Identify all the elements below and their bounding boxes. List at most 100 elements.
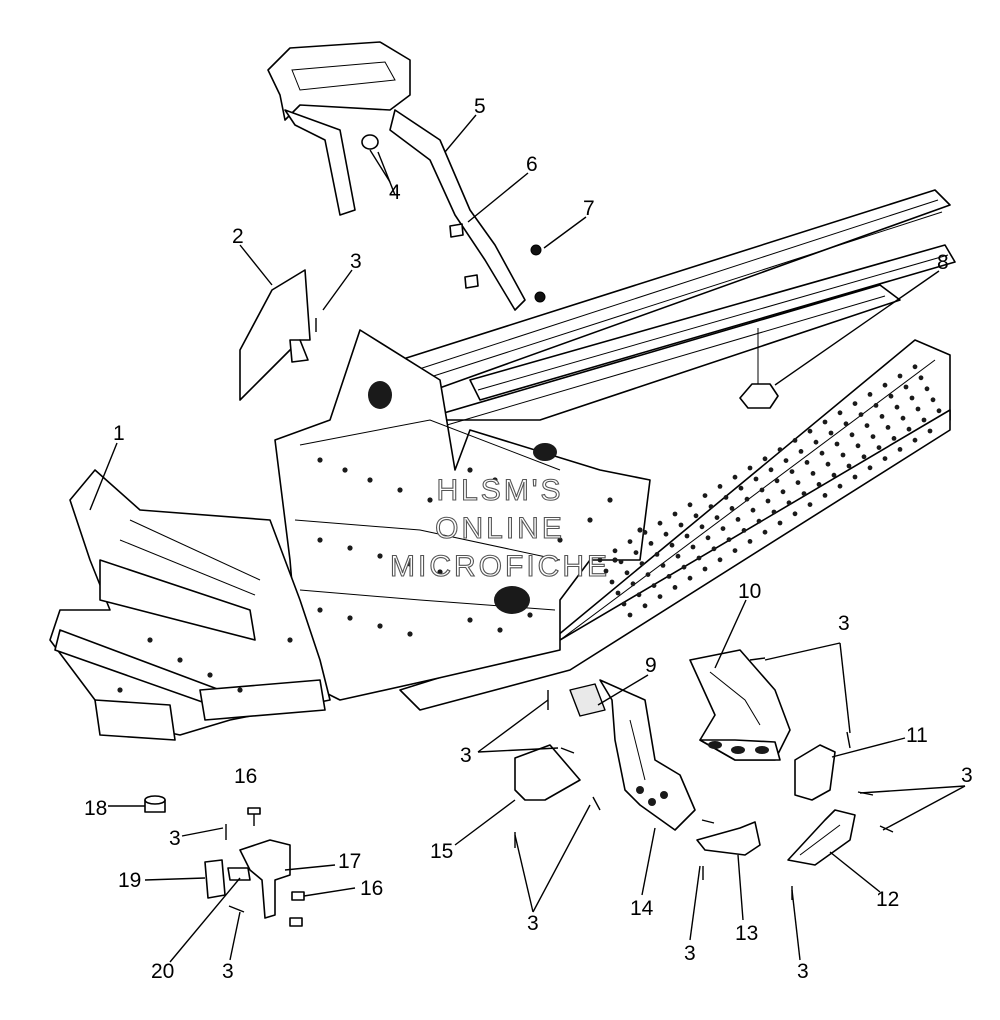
rivet-dot — [492, 477, 498, 483]
callout-1: 1 — [113, 422, 125, 445]
perforation-dot — [774, 478, 780, 484]
perforation-dot — [867, 392, 873, 397]
perforation-dot — [783, 458, 789, 463]
perforation-dot — [777, 447, 783, 452]
perforation-dot — [852, 474, 858, 480]
perforation-dot — [645, 572, 651, 577]
callout-16-bottom: 16 — [360, 877, 383, 900]
perforation-dot — [729, 506, 735, 511]
perforation-dot — [675, 553, 681, 559]
rivet-dot — [407, 631, 413, 637]
perforation-dot — [855, 443, 861, 449]
part-11-plate — [794, 744, 836, 801]
callout-3-right-top: 3 — [838, 612, 850, 635]
callout-14: 14 — [630, 897, 654, 920]
perforation-dot — [642, 530, 648, 535]
perforation-dot — [723, 495, 729, 500]
watermark: HLSM'S ONLINE MICROFICHE — [389, 473, 607, 583]
perforation-dot — [819, 450, 825, 456]
perforation-dot — [822, 493, 828, 498]
part-6-bolts — [449, 223, 479, 289]
part-4-nut — [361, 134, 391, 183]
callout-13: 13 — [735, 922, 758, 945]
perforation-dot — [627, 612, 633, 618]
perforation-dot — [657, 594, 663, 599]
rivet-dot — [607, 497, 613, 503]
perforation-dot — [732, 548, 738, 553]
perforation-dot — [780, 489, 786, 495]
perforation-dot — [813, 439, 819, 445]
perforation-dot — [741, 528, 747, 533]
perforation-dot — [717, 557, 723, 563]
callout-16-top: 16 — [234, 765, 257, 788]
callout-15: 15 — [430, 840, 453, 863]
callout-18: 18 — [84, 797, 107, 820]
rivet-dot — [397, 487, 403, 493]
callout-10: 10 — [738, 580, 761, 603]
part-9-block — [569, 683, 606, 717]
perforation-dot — [924, 386, 930, 392]
callout-8: 8 — [937, 251, 949, 274]
callout-3-bottom-12: 3 — [797, 960, 809, 983]
screws-lower-left — [225, 824, 245, 913]
rivet-dot — [367, 477, 373, 483]
perforation-dot — [609, 579, 615, 585]
part-10-duct — [689, 649, 791, 761]
rivet-dot — [467, 617, 473, 623]
perforation-dot — [678, 522, 684, 528]
perforation-dot — [702, 493, 708, 498]
perforation-dot — [921, 417, 927, 423]
perforation-dot — [936, 408, 942, 414]
perforation-dot — [759, 487, 765, 493]
leader-lines — [89, 114, 966, 963]
perforation-dot — [837, 410, 843, 416]
rivet-dot — [287, 637, 293, 643]
perforation-dot — [633, 550, 639, 555]
perforation-dot — [735, 517, 741, 522]
rivet-dot — [637, 527, 643, 533]
perforation-dot — [882, 382, 888, 388]
rivet-dot — [347, 545, 353, 551]
perforation-dot — [795, 480, 801, 485]
perforation-dot — [663, 531, 669, 537]
part-7-nuts — [530, 244, 546, 303]
rivet-dot — [407, 561, 413, 567]
perforation-dot — [897, 373, 903, 379]
perforation-dot — [864, 423, 870, 428]
perforation-dot — [642, 603, 648, 609]
perforation-dot — [822, 419, 828, 425]
callout-17: 17 — [338, 850, 361, 873]
perforation-dot — [768, 467, 774, 473]
callout-4: 4 — [389, 181, 401, 204]
perforation-dot — [639, 561, 645, 566]
perforation-dot — [681, 564, 687, 570]
perforation-dot — [765, 498, 771, 504]
perforation-dot — [909, 395, 915, 401]
perforation-dot — [879, 414, 885, 419]
perforation-dot — [906, 426, 912, 432]
perforation-dot — [750, 507, 756, 513]
perforation-dot — [597, 557, 603, 563]
rivet-dot — [377, 623, 383, 629]
perforation-dot — [912, 364, 918, 370]
perforation-dot — [687, 575, 693, 581]
rivet-dot — [612, 557, 618, 563]
perforation-dot — [669, 542, 675, 548]
rivet-dot — [437, 569, 443, 575]
perforation-dot — [840, 452, 846, 458]
perforation-dot — [825, 461, 831, 467]
rivet-dot — [427, 497, 433, 503]
perforation-dot — [789, 469, 795, 474]
rivet-dot — [527, 612, 533, 618]
perforation-dot — [738, 485, 744, 491]
perforation-dot — [801, 491, 807, 496]
part-20-clip — [227, 867, 251, 881]
perforation-dot — [753, 476, 759, 482]
callout-labels: 1 2 3 4 5 6 7 8 9 10 3 11 3 12 13 3 3 14… — [84, 95, 973, 983]
perforation-dot — [615, 590, 621, 596]
perforation-dot — [660, 563, 666, 568]
perforation-dot — [636, 592, 642, 598]
perforation-dot — [621, 601, 627, 607]
rivet-dot — [377, 553, 383, 559]
